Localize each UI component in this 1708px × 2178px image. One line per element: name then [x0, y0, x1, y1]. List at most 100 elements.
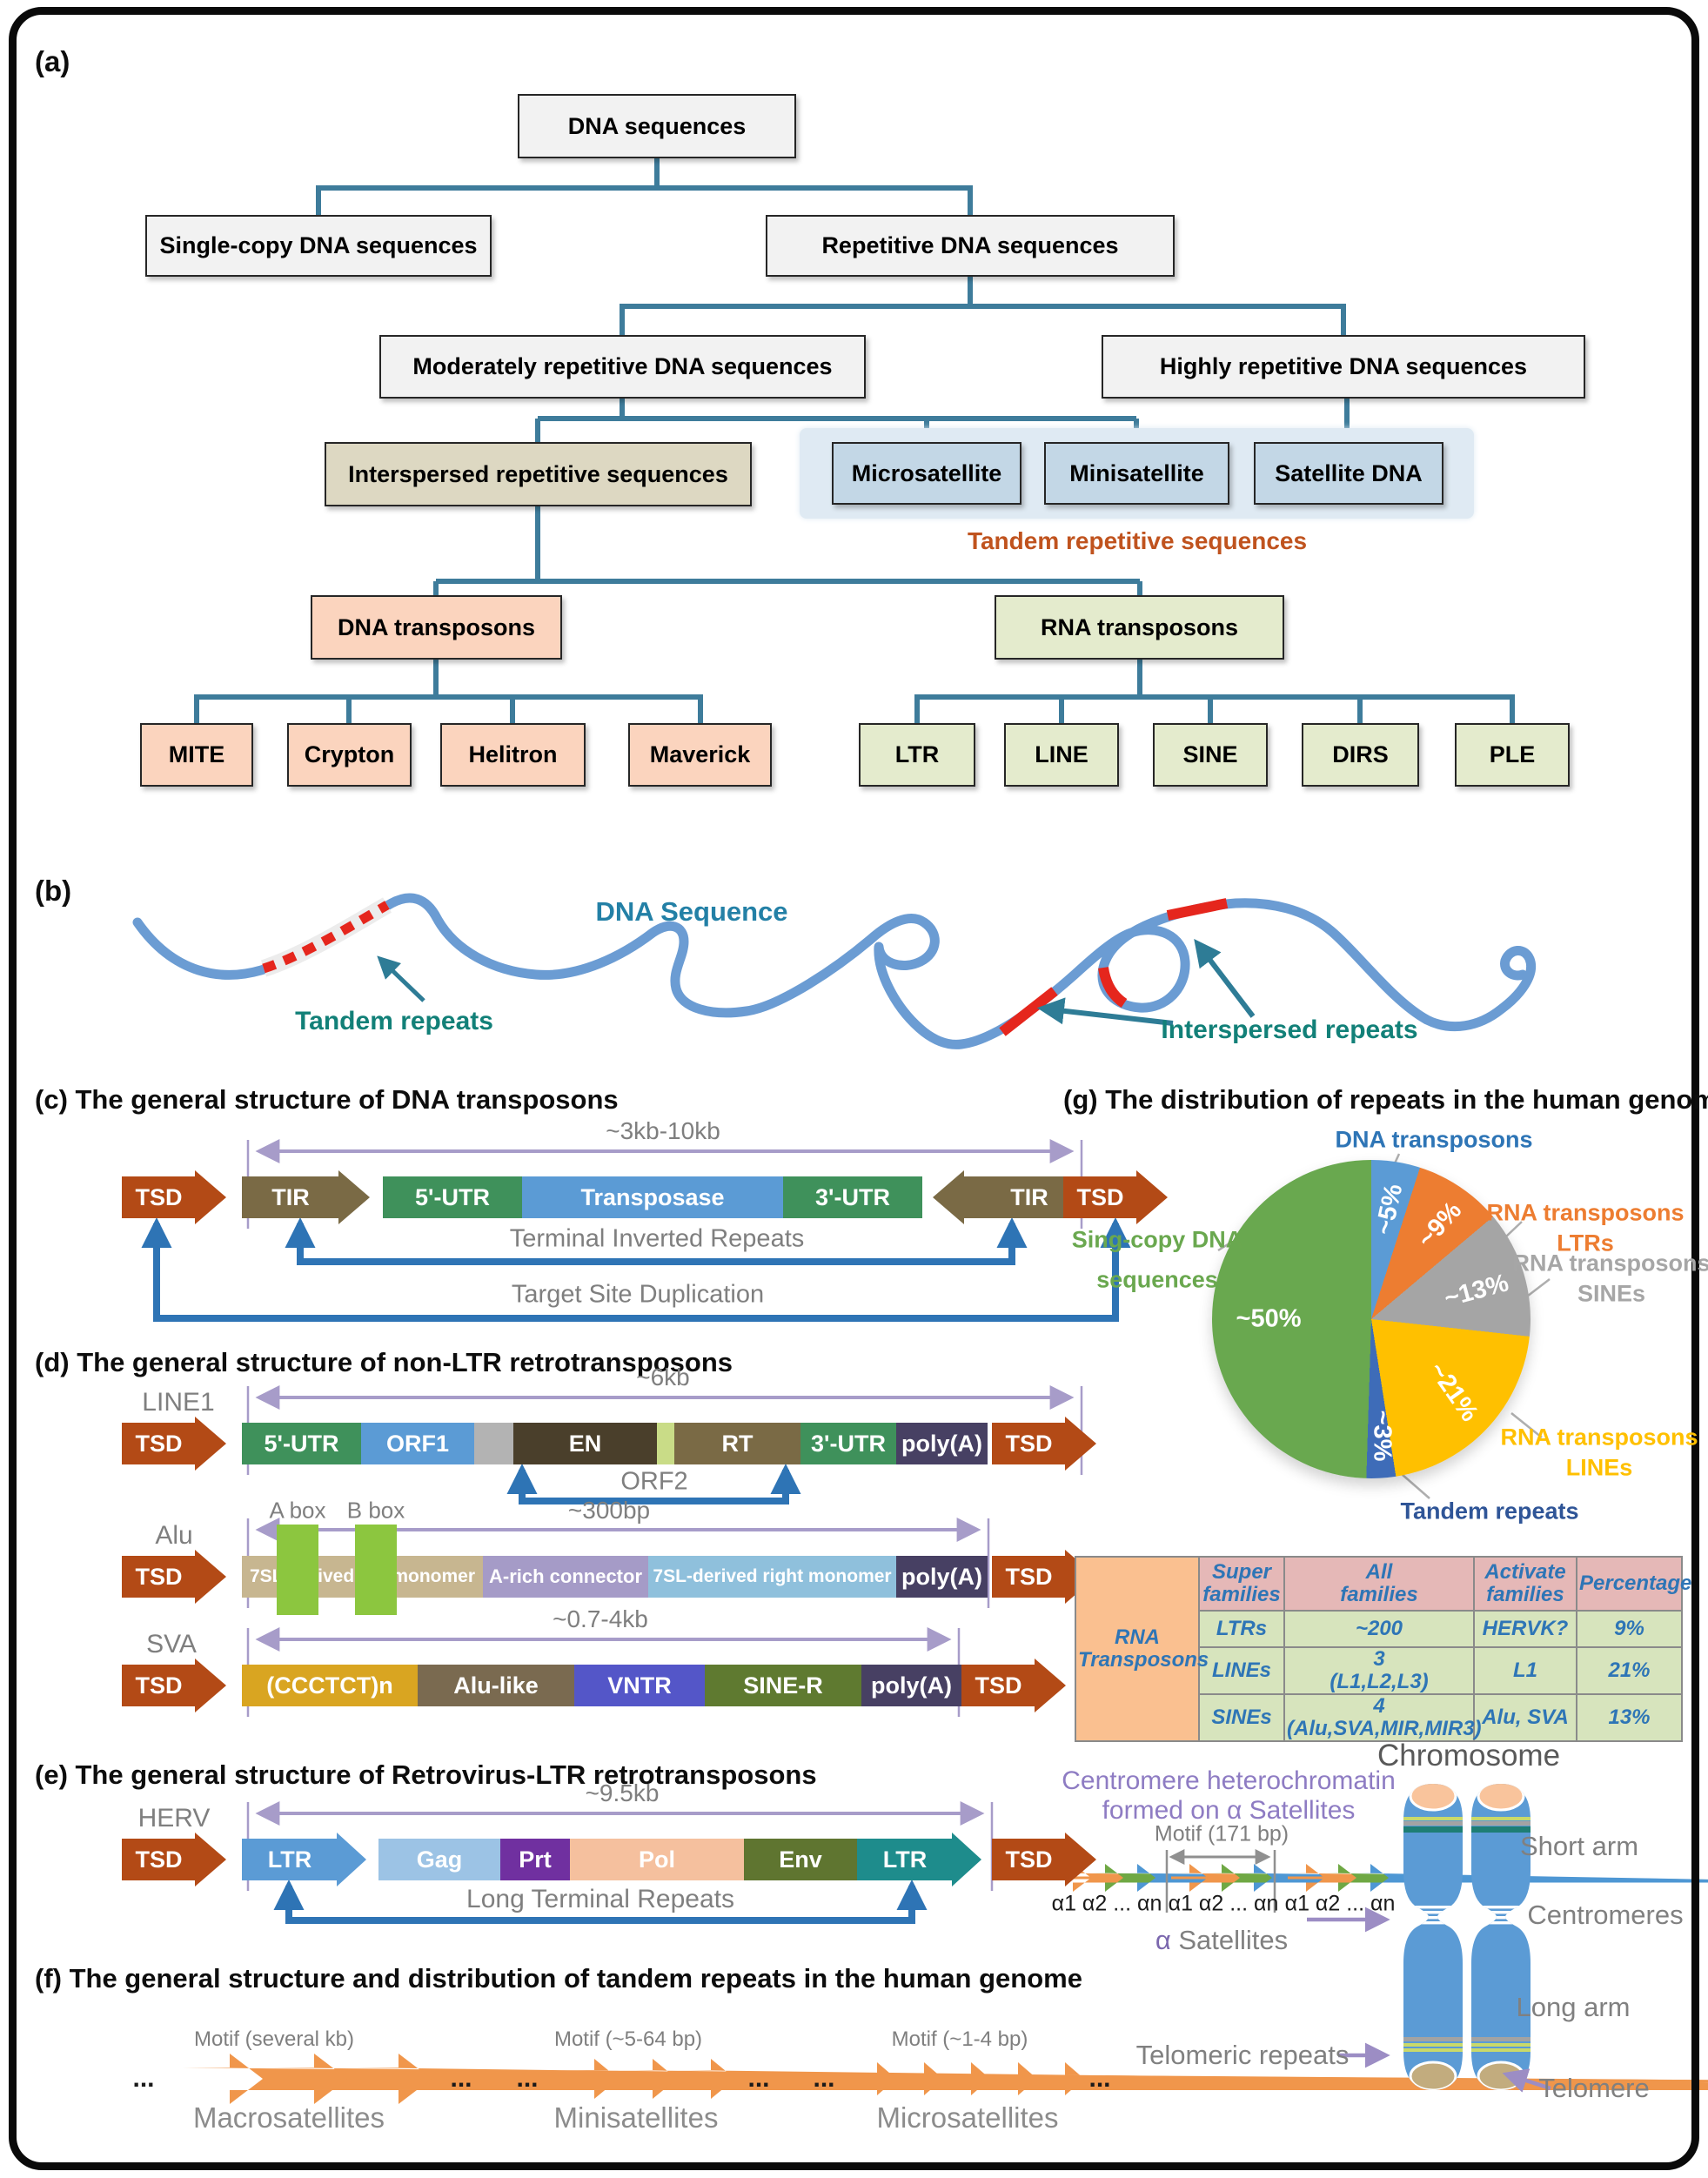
tree-box-interspersed: Interspersed repetitive sequences [325, 442, 752, 506]
alpha-units-1: α1 α2 ... αn [1168, 1891, 1279, 1916]
block-herv-2: Gag [378, 1839, 500, 1880]
dna-sequence-label: DNA Sequence [595, 896, 788, 927]
block-line1-5 [657, 1423, 674, 1464]
block-label: TSD [992, 1556, 1066, 1598]
cell-active-2: Alu, SVA [1473, 1692, 1577, 1742]
block-label: SINE-R [705, 1665, 861, 1706]
block-label: RT [674, 1423, 800, 1464]
pie-pct-5: ~50% [1236, 1304, 1302, 1333]
cell-super-1: LINEs [1198, 1646, 1285, 1695]
short-arm-label: Short arm [1519, 1831, 1639, 1861]
tree-box-helitron: Helitron [440, 723, 586, 787]
pie-label-5-0: Sing-copy DNA [1071, 1226, 1243, 1253]
block-c-3: Transposase [522, 1176, 783, 1218]
motif-label-1: Motif (~5-64 bp) [553, 2027, 703, 2051]
cell-pct-2: 13% [1576, 1692, 1683, 1742]
block-label: (CCCTCT)n [242, 1665, 418, 1706]
block-alu-4: poly(A) [896, 1556, 988, 1598]
tree-box-sine: SINE [1153, 723, 1268, 787]
alpha-arrow-2-2 [1357, 1864, 1708, 1892]
block-line1-3 [474, 1423, 513, 1464]
block-sva-3: VNTR [574, 1665, 705, 1706]
tree-box-rnat: RNA transposons [995, 595, 1284, 660]
chromosome-graphic [1165, 1784, 1551, 2093]
block-c-1: TIR [242, 1170, 371, 1224]
block-line1-8: poly(A) [896, 1423, 988, 1464]
row-name-sva: SVA [146, 1630, 197, 1659]
tree-box-dna: DNA sequences [518, 94, 796, 158]
bbox-bar [355, 1525, 397, 1615]
long-arm-label: Long arm [1516, 1992, 1631, 2022]
block-label: poly(A) [896, 1423, 988, 1464]
block-herv-6: LTR [857, 1833, 982, 1886]
block-label: LTR [857, 1839, 953, 1880]
c-bracket-1 [141, 1216, 1131, 1322]
satellite-name-2: Microsatellites [876, 2101, 1059, 2134]
table-col-3: Percentage [1576, 1556, 1691, 1612]
tree-box-satdna: Satellite DNA [1254, 442, 1443, 505]
panel-e-title: (e) The general structure of Retrovirus-… [35, 1759, 817, 1790]
tree-box-dnat: DNA transposons [311, 595, 562, 660]
ellipsis: ... [1088, 2064, 1111, 2093]
block-label: TSD [122, 1556, 196, 1598]
satellite-arrow-2-4 [1039, 2062, 1708, 2095]
ltr-bracket [273, 1879, 928, 1924]
block-label: LTR [242, 1839, 338, 1880]
block-herv-4: Pol [570, 1839, 744, 1880]
cell-all-0: ~200 [1283, 1610, 1475, 1648]
interspersed-arrow-left [1036, 997, 1174, 1026]
block-label: TIR [242, 1176, 339, 1218]
block-line1-2: ORF1 [361, 1423, 474, 1464]
pie-label-3-1: LINEs [1565, 1454, 1633, 1481]
pie-pct-4: ~3% [1368, 1410, 1397, 1462]
alpha-units-0: α1 α2 ... αn [1051, 1891, 1162, 1916]
repeats-pie-chart [1212, 1160, 1531, 1478]
length-label-line1: ~6kb [636, 1364, 690, 1391]
tree-box-single: Single-copy DNA sequences [145, 215, 492, 277]
cell-active-1: L1 [1473, 1646, 1577, 1695]
length-label-c: ~3kb-10kb [606, 1117, 720, 1144]
block-label [474, 1423, 513, 1464]
arrow-head-icon [1136, 1170, 1168, 1224]
cell-pct-0: 9% [1576, 1610, 1683, 1648]
block-label: Pol [570, 1839, 744, 1880]
block-label: poly(A) [896, 1556, 988, 1598]
tree-box-moderately: Moderately repetitive DNA sequences [379, 335, 866, 399]
tree-connectors [194, 158, 1515, 724]
cell-super-2: SINEs [1198, 1692, 1285, 1742]
motif-171-label: Motif (171 bp) [1154, 1821, 1289, 1846]
satellite-name-0: Macrosatellites [192, 2101, 385, 2134]
arrow-head-icon [1065, 1833, 1096, 1886]
block-sva-0: TSD [122, 1659, 227, 1712]
ellipsis: ... [813, 2064, 835, 2093]
arrow-head-icon [195, 1833, 226, 1886]
block-alu-2: A-rich connector [483, 1556, 648, 1598]
arrow-head-icon [195, 1550, 226, 1604]
bbox-label: B box [346, 1497, 405, 1524]
block-label: Alu-like [418, 1665, 574, 1706]
block-label: TSD [122, 1665, 196, 1706]
motif-label-2: Motif (~1-4 bp) [891, 2027, 1028, 2051]
block-alu-0: TSD [122, 1550, 227, 1604]
block-label: TSD [122, 1839, 196, 1880]
panel-f-title: (f) The general structure and distributi… [35, 1963, 1082, 1994]
block-label: 5'-UTR [383, 1176, 522, 1218]
block-line1-1: 5'-UTR [242, 1423, 361, 1464]
interspersed-repeat-2 [1098, 966, 1128, 1009]
ellipsis: ... [516, 2064, 539, 2093]
cell-all-2: 4(Alu,SVA,MIR,MIR3) [1283, 1692, 1482, 1742]
interspersed-arrow-up [1194, 939, 1256, 1018]
tandem-arrow [377, 955, 425, 1002]
tandem-repeats-dashes [262, 901, 390, 974]
block-sva-5: poly(A) [861, 1665, 961, 1706]
arrow-head-icon [338, 1170, 370, 1224]
panel-d-title: (d) The general structure of non-LTR ret… [35, 1347, 733, 1377]
block-label: EN [513, 1423, 657, 1464]
block-label: TSD [992, 1839, 1066, 1880]
block-label: VNTR [574, 1665, 705, 1706]
ellipsis: ... [747, 2064, 770, 2093]
block-label: TSD [122, 1176, 196, 1218]
block-alu-3: 7SL-derived right monomer [648, 1556, 896, 1598]
